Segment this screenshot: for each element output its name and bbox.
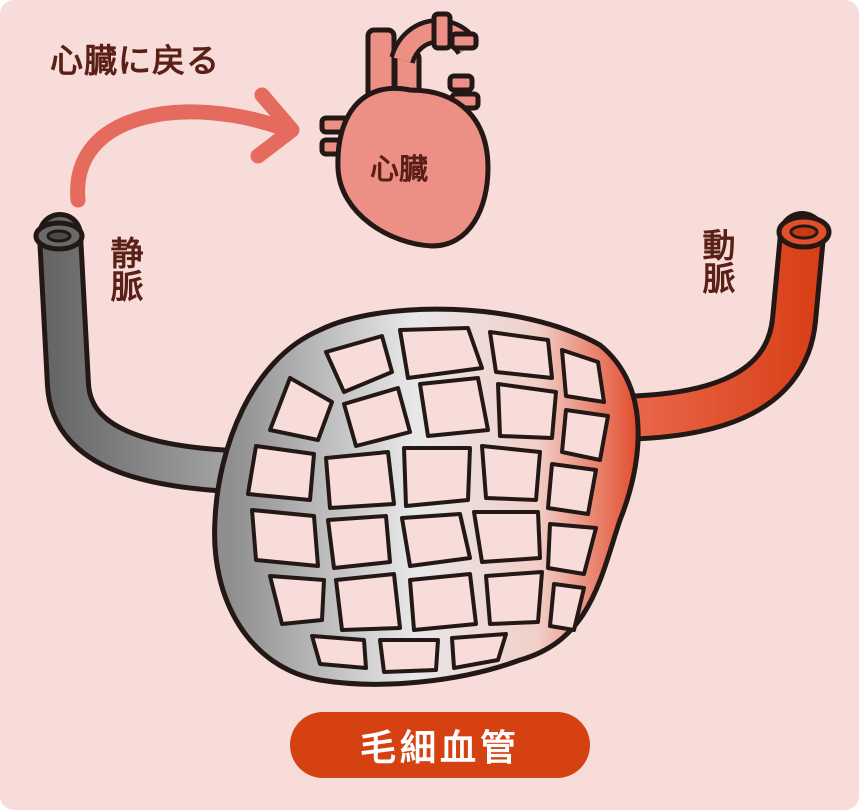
capillary-badge: 毛細血管 bbox=[290, 712, 590, 778]
capillary-label: 毛細血管 bbox=[359, 728, 520, 769]
heart-icon bbox=[319, 11, 491, 249]
artery-icon bbox=[586, 211, 832, 442]
heart-label: 心臓 bbox=[370, 152, 429, 186]
vein-label: 静脈 bbox=[105, 236, 144, 302]
vein-icon bbox=[33, 212, 283, 495]
return-arrowhead bbox=[250, 87, 300, 164]
return-arrow bbox=[70, 104, 290, 208]
return-to-heart-label: 心臓に戻る bbox=[50, 41, 220, 80]
capillary-network-icon bbox=[212, 306, 641, 687]
artery-label: 動脈 bbox=[697, 228, 736, 294]
